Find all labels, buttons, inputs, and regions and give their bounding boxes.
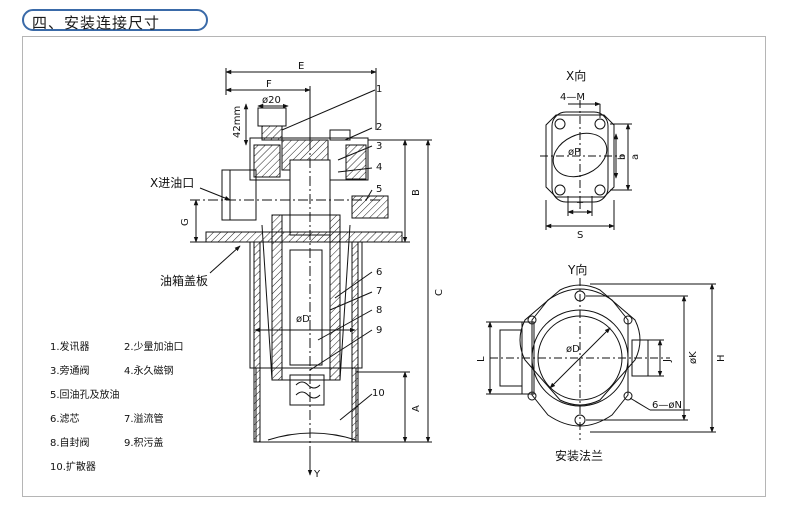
- legend-item: 4.永久磁钢: [124, 364, 174, 377]
- legend-item: 1.发讯器: [50, 340, 90, 353]
- dim-d20: ø20: [262, 95, 281, 106]
- callout-6: 6: [376, 267, 382, 278]
- legend-item: 8.自封阀: [50, 436, 90, 449]
- y-view-k: øK: [688, 351, 699, 364]
- callout-1: 1: [376, 84, 382, 95]
- callout-7: 7: [376, 286, 382, 297]
- legend-item: 3.旁通阀: [50, 364, 90, 377]
- x-view-t: T: [576, 201, 584, 212]
- y-view-h: H: [716, 354, 727, 362]
- y-view-l: L: [476, 356, 487, 362]
- tank-cover-label: 油箱盖板: [160, 273, 208, 288]
- parts-legend: 1.发讯器 2.少量加油口 3.旁通阀 4.永久磁钢 5.回油孔及放油 6.滤芯…: [50, 340, 184, 473]
- dim-f: F: [266, 79, 272, 90]
- y-view-j: J: [662, 359, 673, 363]
- main-dimension-labels: E F ø20 42mm B C G A øD Y 1 2 3 4 5 6 7 …: [150, 61, 445, 480]
- section-title: 四、安装连接尺寸: [32, 14, 161, 32]
- x-view-s: S: [577, 230, 583, 241]
- x-view-labels: X向 4—M øP a b T S: [560, 68, 641, 241]
- callout-4: 4: [376, 162, 382, 173]
- x-view-title: X向: [566, 68, 586, 83]
- dim-g: G: [180, 218, 191, 226]
- dim-a: A: [411, 405, 422, 412]
- y-view-flange: [486, 278, 716, 440]
- section-title-pill: 四、安装连接尺寸: [22, 9, 208, 32]
- legend-item: 9.积污盖: [124, 436, 164, 449]
- dim-42mm: 42mm: [232, 106, 243, 138]
- callout-10: 10: [372, 388, 385, 399]
- dim-e: E: [298, 61, 304, 72]
- callout-5: 5: [376, 184, 382, 195]
- main-filter-view: [190, 68, 432, 476]
- legend-item: 7.溢流管: [124, 412, 164, 425]
- callout-9: 9: [376, 325, 382, 336]
- legend-item: 5.回油孔及放油: [50, 388, 120, 401]
- dim-od: øD: [296, 314, 310, 325]
- dim-c: C: [434, 289, 445, 296]
- y-view-title: Y向: [567, 262, 587, 277]
- callout-8: 8: [376, 305, 382, 316]
- x-view-p: øP: [568, 147, 580, 158]
- callout-2: 2: [376, 122, 382, 133]
- y-view-d: øD: [566, 344, 580, 355]
- dim-b: B: [411, 189, 422, 196]
- x-view-m: 4—M: [560, 92, 585, 103]
- dim-y: Y: [313, 469, 321, 480]
- x-view-b: b: [617, 154, 628, 160]
- y-view-n: 6—øN: [652, 400, 682, 411]
- x-view-a: a: [630, 154, 641, 160]
- x-view-flange: [540, 100, 632, 230]
- legend-item: 2.少量加油口: [124, 340, 184, 353]
- y-view-flange-label: 安装法兰: [555, 448, 603, 463]
- y-view-labels: Y向 øD L J øK H 6—øN 安装法兰: [476, 262, 727, 463]
- legend-item: 10.扩散器: [50, 460, 96, 473]
- legend-item: 6.滤芯: [50, 412, 80, 425]
- callout-3: 3: [376, 141, 382, 152]
- x-inlet-label: X进油口: [150, 176, 194, 190]
